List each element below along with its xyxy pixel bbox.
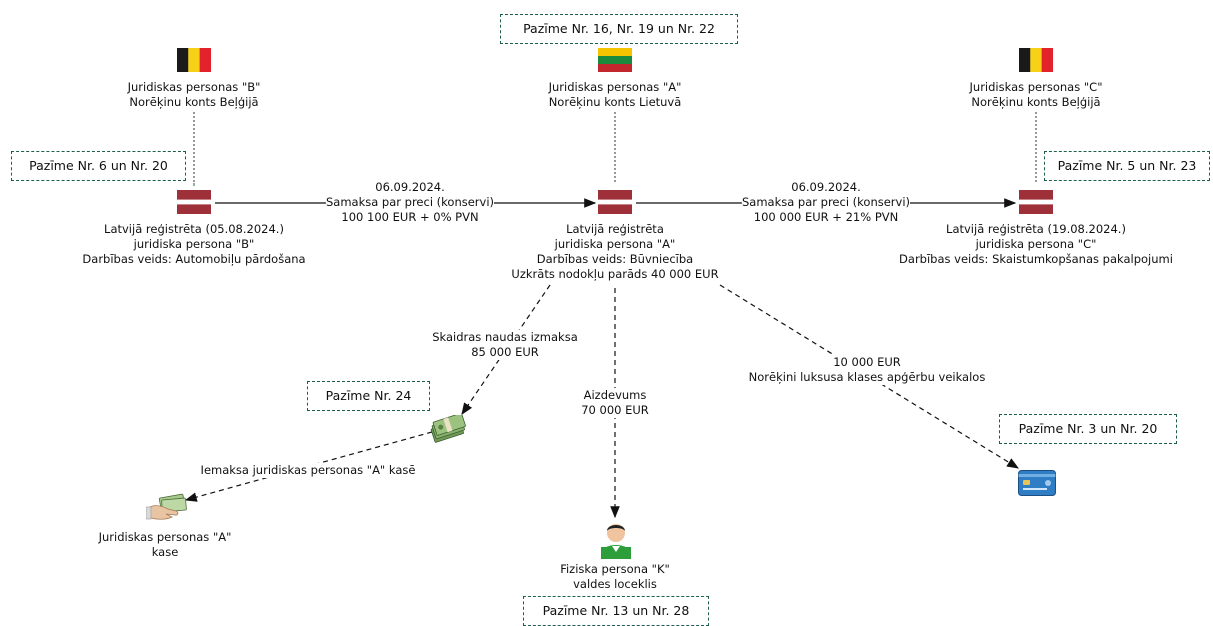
- flow-b-to-a-amount: 100 100 EUR + 0% PVN: [341, 210, 479, 224]
- latvia-flag-icon: [177, 190, 211, 214]
- latvia-flag-icon: [598, 190, 632, 214]
- person-k-line2: valdes loceklis: [573, 577, 657, 591]
- flow-loan-desc: Aizdevums: [583, 388, 647, 402]
- entity-a-foreign-line2: Norēķinu konts Lietuvā: [548, 95, 682, 109]
- flow-a-to-c-amount: 100 000 EUR + 21% PVN: [753, 210, 899, 224]
- entity-a-line1: Latvijā reģistrēta: [566, 222, 664, 236]
- entity-b-line1: Latvijā reģistrēta (05.08.2024.): [104, 222, 284, 236]
- person-k-label: Fiziska persona "K" valdes loceklis: [560, 562, 670, 592]
- flow-b-to-a-desc: Samaksa par preci (konservi): [325, 195, 495, 209]
- entity-c-foreign-account: Juridiskas personas "C" Norēķinu konts B…: [970, 80, 1103, 110]
- entity-c-line2: juridiska persona "C": [975, 237, 1097, 251]
- flow-deposit-desc: Iemaksa juridiskas personas "A" kasē: [200, 463, 416, 477]
- belgium-flag-icon: [177, 48, 211, 72]
- tag-top: Pazīme Nr. 16, Nr. 19 un Nr. 22: [500, 14, 738, 44]
- tag-cash: Pazīme Nr. 24: [307, 381, 430, 411]
- cashdesk-line1: Juridiskas personas "A": [98, 530, 232, 544]
- cashdesk-line2: kase: [151, 545, 179, 559]
- entity-c-line1: Latvijā reģistrēta (19.08.2024.): [946, 222, 1126, 236]
- entity-b-foreign-line2: Norēķinu konts Beļģijā: [129, 95, 259, 109]
- entity-a-line2: juridiska persona "A": [554, 237, 676, 251]
- flow-b-to-a-label: 06.09.2024. Samaksa par preci (konservi)…: [325, 180, 495, 225]
- cashdesk-label: Juridiskas personas "A" kase: [99, 530, 232, 560]
- flow-luxury-desc: Norēķini luksusa klases apģērbu veikalos: [748, 370, 986, 384]
- credit-card-icon: [1018, 470, 1056, 496]
- flow-a-to-c-label: 06.09.2024. Samaksa par preci (konservi)…: [741, 180, 911, 225]
- flow-b-to-a-date: 06.09.2024.: [375, 180, 445, 194]
- flow-a-to-c-desc: Samaksa par preci (konservi): [741, 195, 911, 209]
- lithuania-flag-icon: [598, 48, 632, 72]
- flow-luxury-amount: 10 000 EUR: [833, 355, 901, 369]
- flow-loan-label: Aizdevums 70 000 EUR: [581, 388, 649, 418]
- flow-cash-out-desc: Skaidras naudas izmaksa: [432, 330, 578, 344]
- money-stack-icon: [430, 415, 466, 443]
- entity-b-line3: Darbības veids: Automobiļu pārdošana: [82, 252, 306, 266]
- entity-b-line2: juridiska persona "B": [133, 237, 255, 251]
- arrow-cash-out: [461, 284, 551, 415]
- person-icon: [601, 524, 631, 559]
- flow-deposit-label: Iemaksa juridiskas personas "A" kasē: [200, 463, 416, 478]
- entity-b-latvia: Latvijā reģistrēta (05.08.2024.) juridis…: [82, 222, 305, 267]
- hand-with-money-icon: [146, 493, 187, 520]
- entity-c-foreign-line1: Juridiskas personas "C": [969, 80, 1103, 94]
- entity-a-foreign-account: Juridiskas personas "A" Norēķinu konts L…: [549, 80, 682, 110]
- entity-c-latvia: Latvijā reģistrēta (19.08.2024.) juridis…: [899, 222, 1173, 267]
- entity-b-foreign-account: Juridiskas personas "B" Norēķinu konts B…: [128, 80, 261, 110]
- tag-card: Pazīme Nr. 3 un Nr. 20: [999, 414, 1177, 444]
- tag-entity-c: Pazīme Nr. 5 un Nr. 23: [1044, 151, 1210, 181]
- latvia-flag-icon: [1019, 190, 1053, 214]
- entity-a-foreign-line1: Juridiskas personas "A": [548, 80, 682, 94]
- flow-cash-out-label: Skaidras naudas izmaksa 85 000 EUR: [432, 330, 578, 360]
- tag-person: Pazīme Nr. 13 un Nr. 28: [523, 596, 709, 626]
- entity-c-foreign-line2: Norēķinu konts Beļģijā: [971, 95, 1101, 109]
- person-k-line1: Fiziska persona "K": [560, 562, 670, 576]
- flow-loan-amount: 70 000 EUR: [581, 403, 649, 417]
- flow-luxury-label: 10 000 EUR Norēķini luksusa klases apģēr…: [748, 355, 986, 385]
- tag-entity-b: Pazīme Nr. 6 un Nr. 20: [11, 151, 186, 181]
- belgium-flag-icon: [1019, 48, 1053, 72]
- entity-c-line3: Darbības veids: Skaistumkopšanas pakalpo…: [899, 252, 1173, 266]
- flow-a-to-c-date: 06.09.2024.: [791, 180, 861, 194]
- entity-a-latvia: Latvijā reģistrēta juridiska persona "A"…: [511, 222, 718, 282]
- entity-b-foreign-line1: Juridiskas personas "B": [127, 80, 261, 94]
- entity-a-line3: Darbības veids: Būvniecība: [536, 252, 694, 266]
- flow-cash-out-amount: 85 000 EUR: [471, 345, 539, 359]
- entity-a-line4: Uzkrāts nodokļu parāds 40 000 EUR: [511, 267, 719, 281]
